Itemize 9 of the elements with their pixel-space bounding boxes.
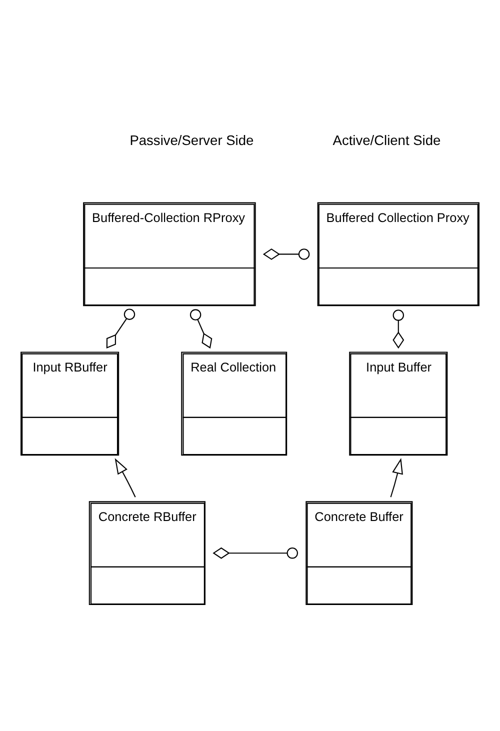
arrow <box>114 458 136 498</box>
arrow <box>390 458 403 498</box>
connector <box>262 248 310 260</box>
connector <box>212 547 298 559</box>
connector <box>106 308 136 348</box>
label: Passive/Server Side <box>130 132 254 148</box>
connector <box>392 310 404 349</box>
label: Active/Client Side <box>332 132 441 148</box>
connector <box>190 309 212 349</box>
